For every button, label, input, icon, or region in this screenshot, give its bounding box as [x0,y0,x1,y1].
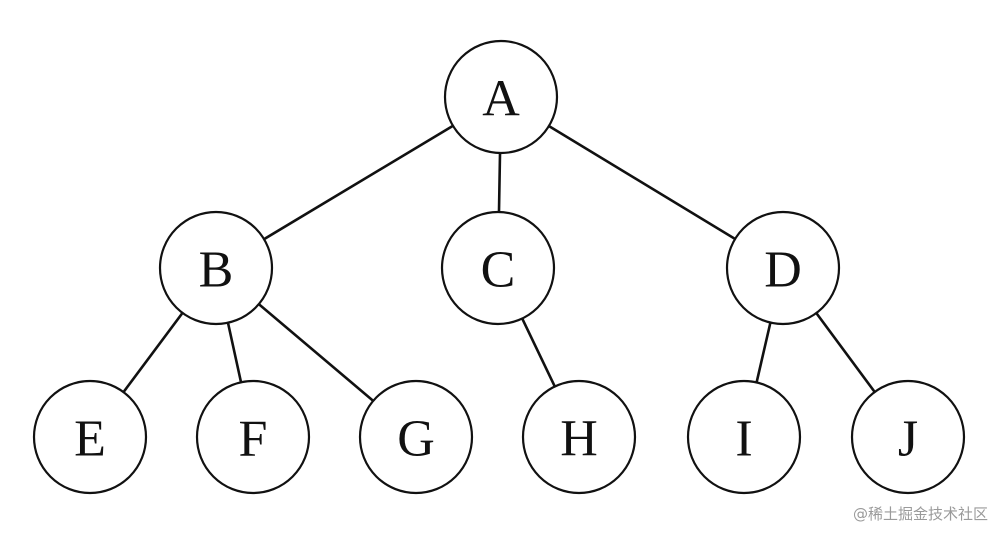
node-label-c: C [481,242,516,299]
node-label-d: D [764,242,802,299]
node-circle-h [521,379,637,495]
tree-node-c: C [440,210,556,326]
node-circle-f [195,379,311,495]
tree-node-f: F [195,379,311,495]
node-label-b: B [199,242,234,299]
node-circle-j [850,379,966,495]
node-label-f: F [239,411,268,468]
node-circle-i [686,379,802,495]
node-circle-b [158,210,274,326]
tree-node-i: I [686,379,802,495]
tree-node-h: H [521,379,637,495]
node-label-a: A [482,71,520,128]
node-circle-a [443,39,559,155]
node-label-i: I [735,411,752,468]
node-circle-e [32,379,148,495]
node-circle-d [725,210,841,326]
node-circle-c [440,210,556,326]
watermark-text: @稀土掘金技术社区 [852,505,988,523]
tree-node-d: D [725,210,841,326]
tree-node-a: A [443,39,559,155]
node-label-h: H [560,411,598,468]
tree-node-b: B [158,210,274,326]
node-label-e: E [74,411,106,468]
tree-node-e: E [32,379,148,495]
tree-node-j: J [850,379,966,495]
nodes-layer: A B C D E F G H I J [32,39,966,495]
tree-node-g: G [358,379,474,495]
node-circle-g [358,379,474,495]
node-label-j: J [898,411,918,468]
node-label-g: G [397,411,435,468]
